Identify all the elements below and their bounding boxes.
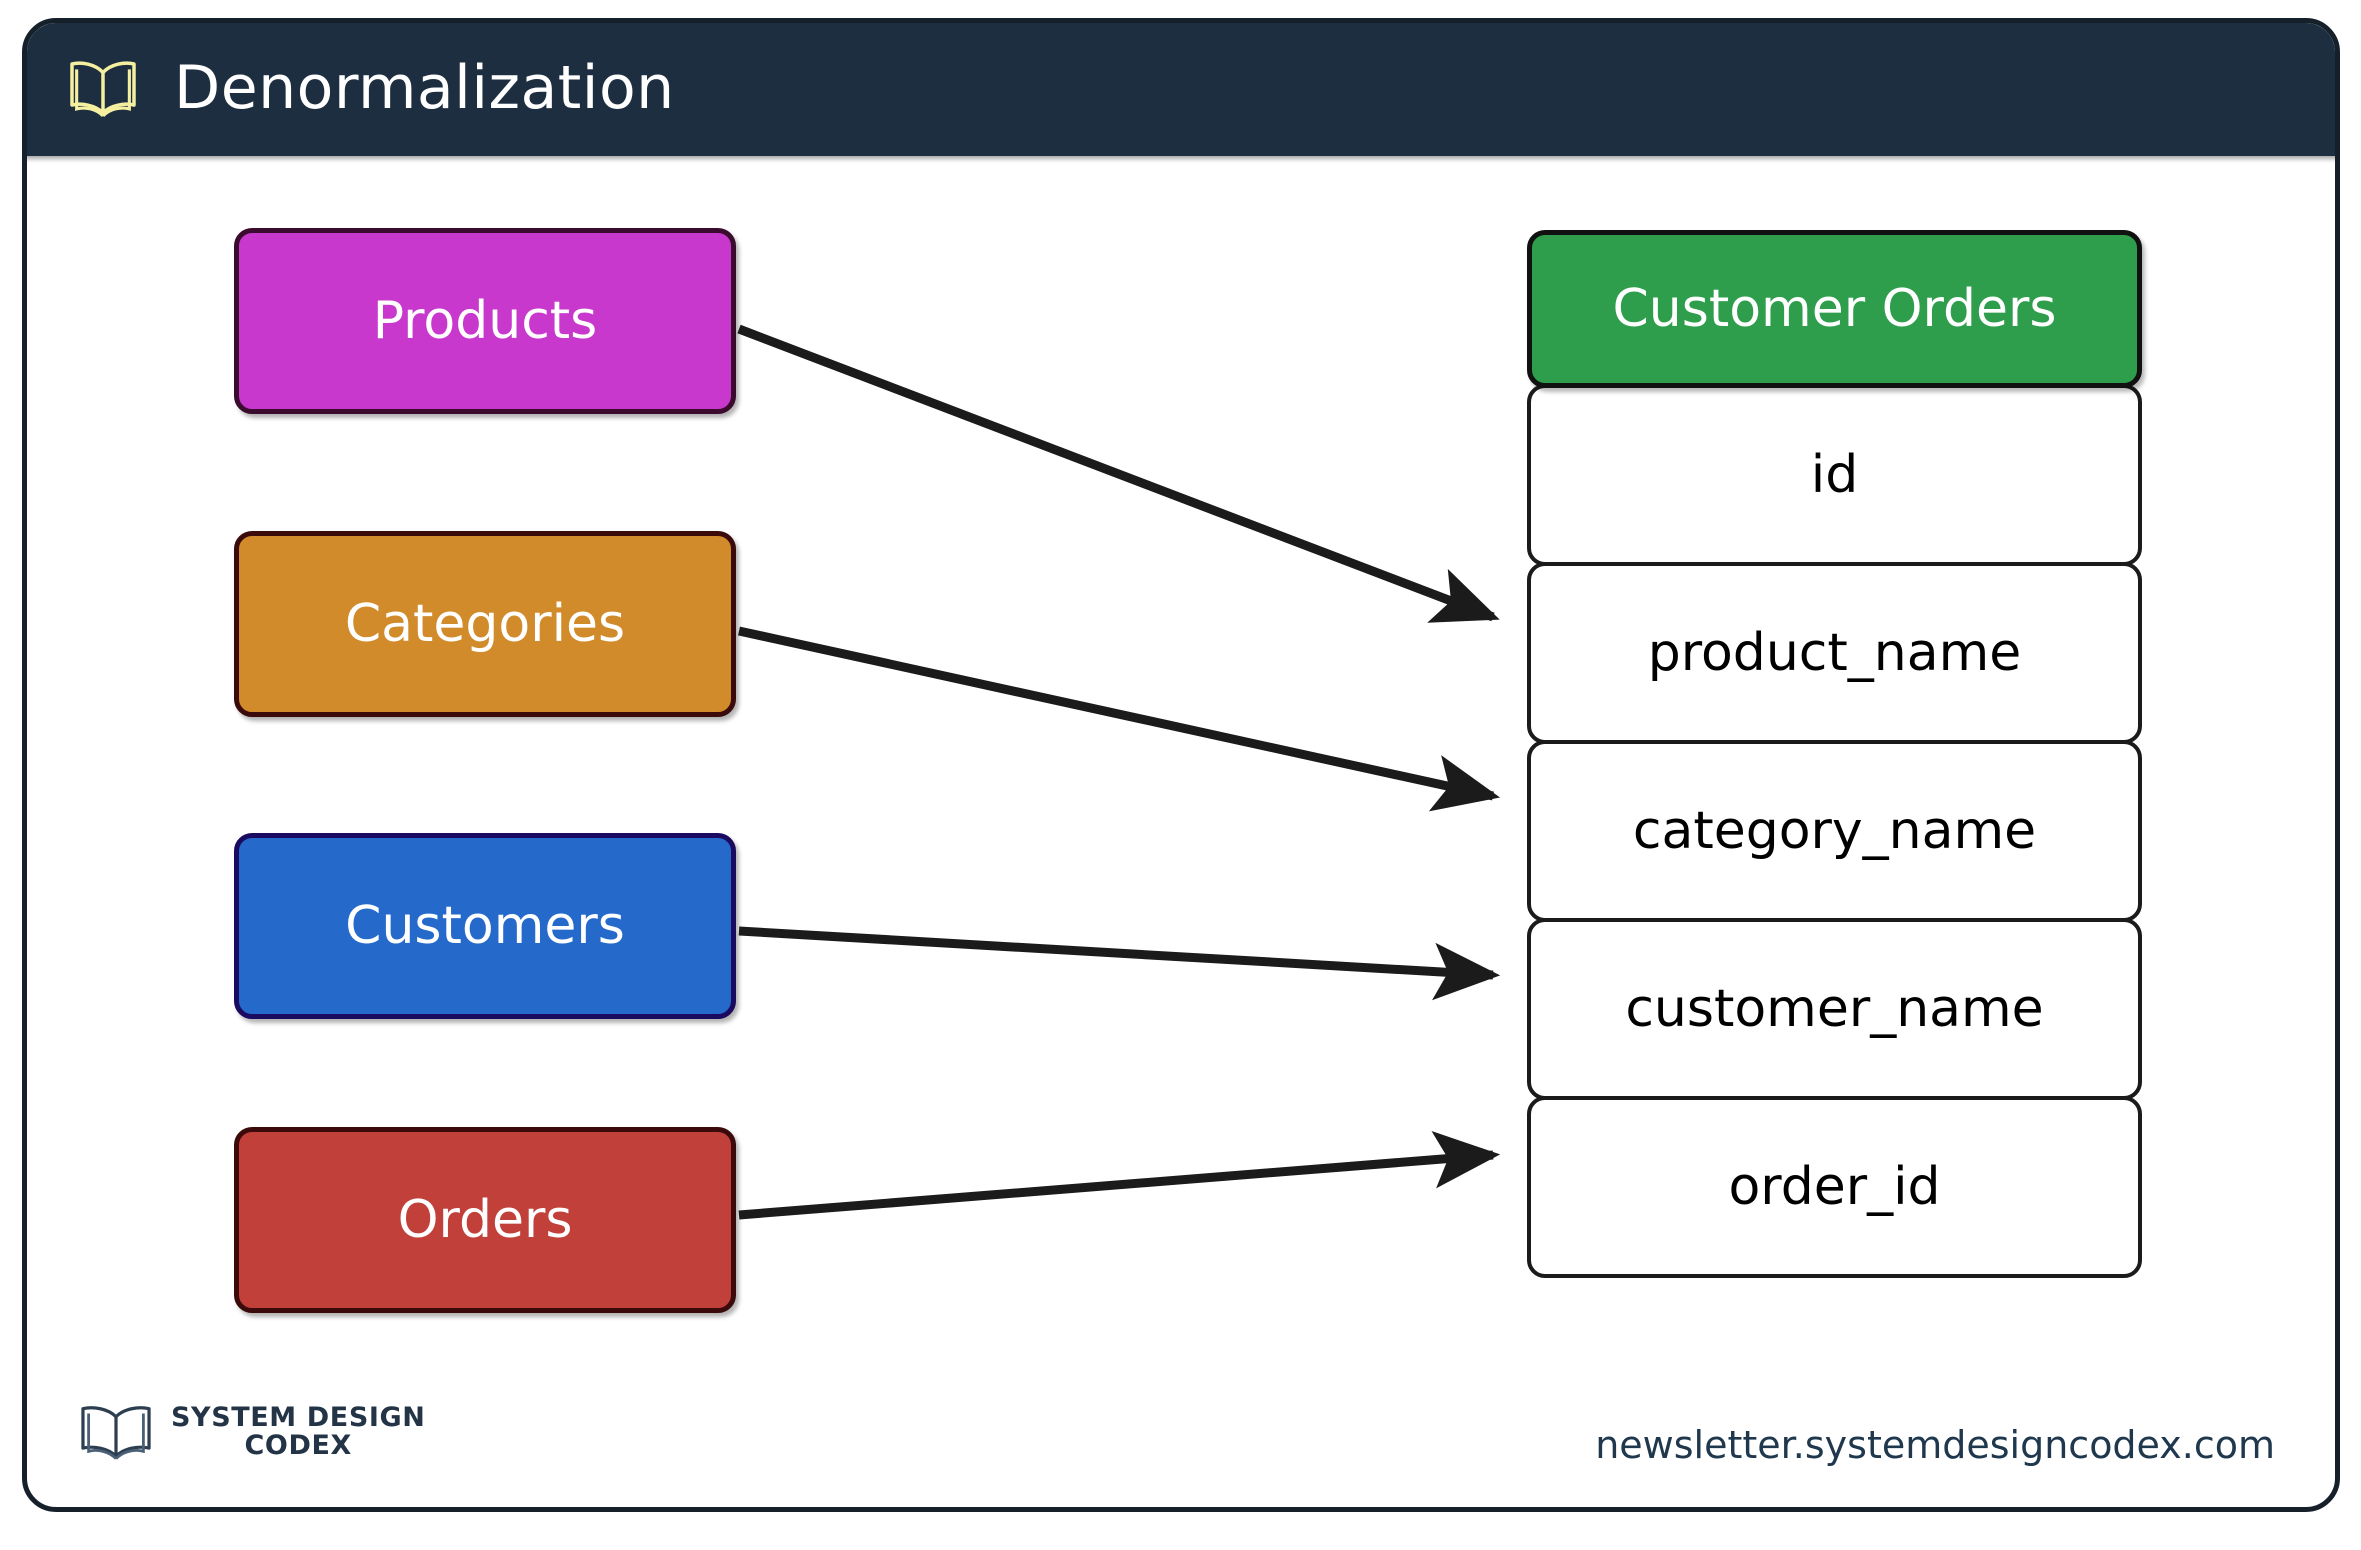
- source-table-products[interactable]: Products: [234, 228, 736, 414]
- source-table-label: Customers: [345, 896, 625, 956]
- table-cell-label: customer_name: [1625, 979, 2044, 1039]
- brand-logo: SYSTEM DESIGN CODEX: [75, 1403, 425, 1461]
- source-table-categories[interactable]: Categories: [234, 531, 736, 717]
- newsletter-url[interactable]: newsletter.systemdesigncodex.com: [1595, 1423, 2275, 1467]
- arrow-products-to-product-name: [737, 324, 1500, 623]
- header-bar: Denormalization: [27, 23, 2335, 156]
- table-row-order-id[interactable]: order_id: [1527, 1096, 2142, 1278]
- table-row-product-name[interactable]: product_name: [1527, 562, 2142, 744]
- table-cell-label: order_id: [1728, 1157, 1941, 1217]
- page-title: Denormalization: [174, 53, 675, 123]
- denormalized-table-title: Customer Orders: [1527, 230, 2142, 388]
- source-table-orders[interactable]: Orders: [234, 1127, 736, 1313]
- table-cell-label: product_name: [1647, 623, 2022, 683]
- diagram-card: Denormalization Products Categories Cust…: [22, 18, 2340, 1512]
- open-book-icon: [81, 1406, 151, 1460]
- arrow-categories-to-category-name: [738, 626, 1501, 812]
- source-table-label: Categories: [344, 594, 626, 654]
- table-row-customer-name[interactable]: customer_name: [1527, 918, 2142, 1100]
- brand-logo-line-2: CODEX: [244, 1430, 352, 1461]
- brand-logo-text: SYSTEM DESIGN CODEX: [171, 1404, 425, 1459]
- open-book-icon: [70, 61, 136, 118]
- brand-logo-line-1: SYSTEM DESIGN: [171, 1402, 426, 1434]
- table-row-id[interactable]: id: [1527, 384, 2142, 566]
- table-cell-label: category_name: [1632, 801, 2037, 861]
- source-table-label: Products: [372, 291, 598, 351]
- arrow-customers-to-customer-name: [738, 926, 1501, 1001]
- arrow-orders-to-order-id: [738, 1131, 1501, 1220]
- table-row-category-name[interactable]: category_name: [1527, 740, 2142, 922]
- denormalized-table-title-label: Customer Orders: [1612, 279, 2057, 339]
- source-table-customers[interactable]: Customers: [234, 833, 736, 1019]
- table-cell-label: id: [1810, 445, 1859, 505]
- denormalized-table: Customer Orders id product_name category…: [1527, 230, 2142, 1278]
- source-table-label: Orders: [397, 1190, 573, 1250]
